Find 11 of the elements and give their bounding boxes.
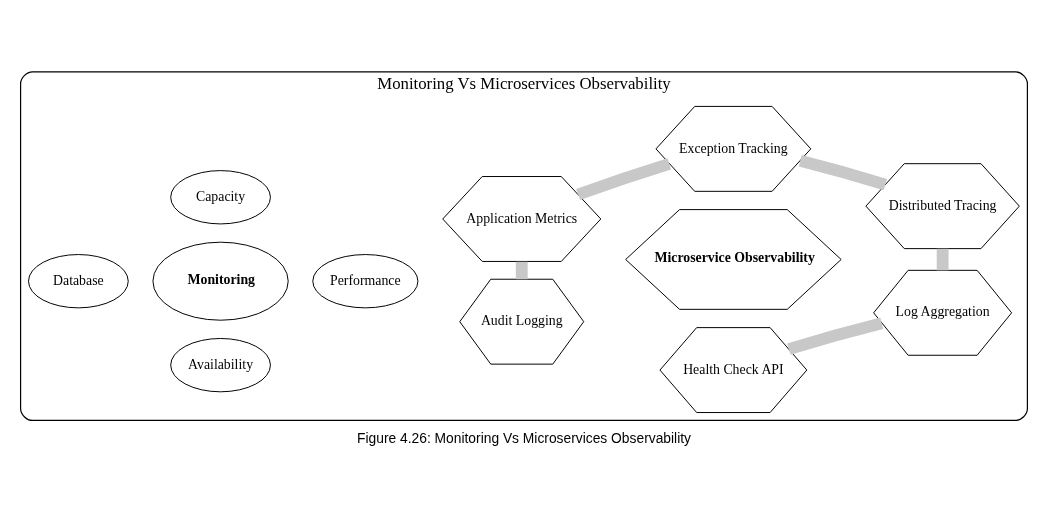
connector: [798, 154, 888, 190]
connector: [515, 261, 528, 279]
node-ellipse: Database: [28, 253, 129, 308]
node-ellipse: Availability: [170, 337, 271, 392]
connector: [787, 317, 884, 355]
connector: [576, 157, 672, 200]
node-ellipse: Capacity: [170, 169, 271, 224]
caption: Figure 4.26: Monitoring Vs Microservices Observability: [357, 429, 691, 446]
connector: [936, 248, 949, 270]
node-ellipse: Performance: [312, 253, 419, 308]
node-ellipse: Monitoring: [152, 241, 289, 321]
